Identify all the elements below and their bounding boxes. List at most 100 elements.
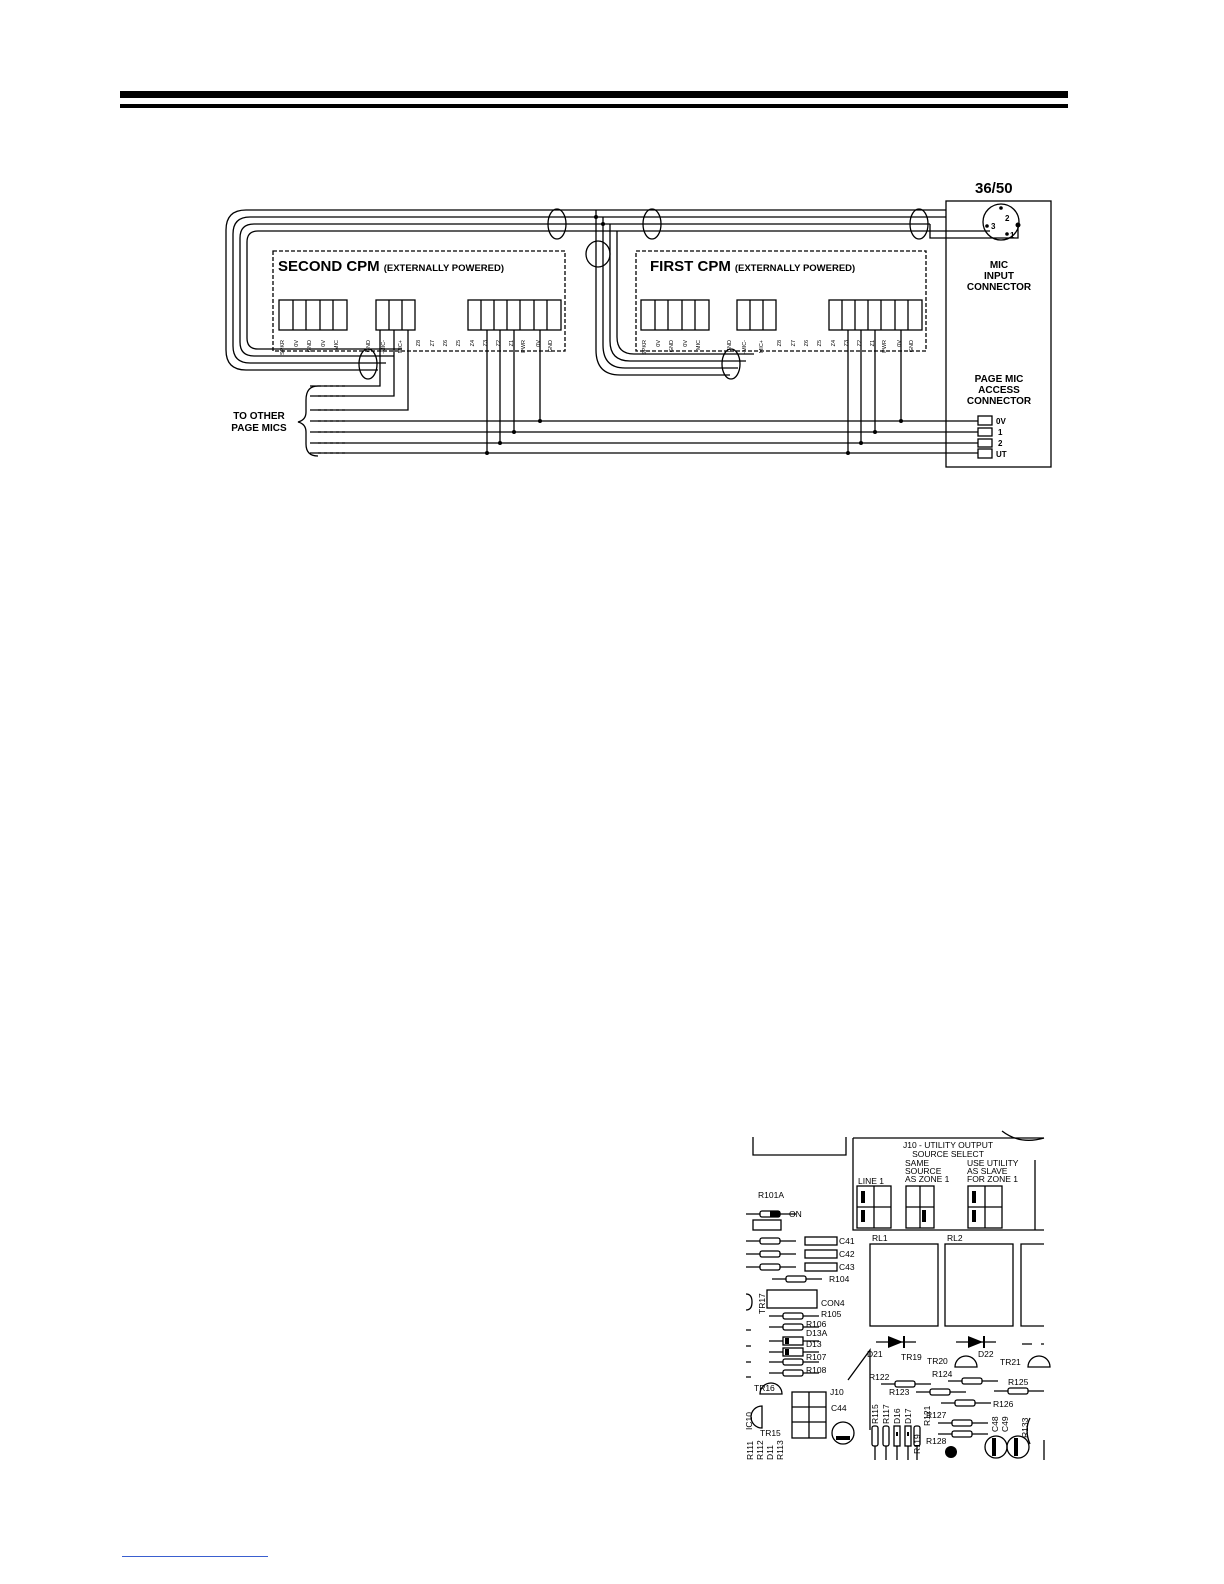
label-r113: R113 [775,1440,785,1460]
svg-text:GND: GND [669,340,675,352]
svg-text:0V: 0V [897,340,903,347]
mic-connector-icon [982,203,1020,241]
label-c44: C44 [831,1403,847,1413]
label-d21: D21 [867,1349,883,1359]
relay-rl2 [944,1243,1014,1327]
svg-text:Z3: Z3 [483,340,489,346]
mic-label-2: INPUT [984,271,1014,282]
j10-title-1: J10 - UTILITY OUTPUT [903,1140,993,1150]
mic-label-3: CONNECTOR [967,282,1032,293]
svg-text:PWR: PWR [521,340,527,353]
opt-same-2: SOURCE [905,1166,942,1176]
opt-same-1: SAME [905,1158,929,1168]
label-r122: R122 [869,1372,890,1382]
connector-panel [945,200,1052,468]
label-r117: R117 [881,1404,891,1424]
access-pin-ut: UT [996,450,1007,459]
mic-header: 36/50 [975,180,1013,197]
svg-text:Z4: Z4 [831,340,837,346]
opt-slave-3: FOR ZONE 1 [967,1174,1018,1184]
label-r133: R133 [1020,1417,1030,1438]
svg-text:Z8: Z8 [416,340,422,346]
label-on: ON [789,1209,802,1219]
svg-text:MIC: MIC [334,340,340,350]
label-tr20: TR20 [927,1356,948,1366]
second-cpm-box [272,250,566,352]
svg-text:Z8: Z8 [777,340,783,346]
wiring-diagram: 36/50 2 3 1 MIC INPUT CONNECTOR PAGE MIC… [225,180,1052,468]
svg-text:Z2: Z2 [857,340,863,346]
access-pin-0v: 0V [996,417,1006,426]
svg-text:-MIC-: -MIC- [742,340,748,354]
svg-text:-MIC-: -MIC- [381,340,387,354]
opt-same-3: AS ZONE 1 [905,1174,950,1184]
other-mics-2: PAGE MICS [231,423,287,434]
access-label-2: ACCESS [978,385,1020,396]
label-r106: R106 [806,1319,827,1329]
label-rl2: RL2 [947,1233,963,1243]
label-tr21: TR21 [1000,1357,1021,1367]
j10-title-2: SOURCE SELECT [912,1149,984,1159]
label-d13: D13 [806,1339,822,1349]
svg-text:GND: GND [307,340,313,352]
mic-pin-3: 3 [991,222,996,231]
access-label-1: PAGE MIC [975,374,1024,385]
second-cpm-terminal-labels: SPKR 0V GND 0V MIC GND -MIC- MIC+ Z8 Z7 … [280,340,554,355]
label-r119: R119 [912,1434,922,1454]
first-cpm-title: FIRST CPM(EXTERNALLY POWERED) [650,258,855,275]
label-r127: R127 [926,1410,947,1420]
second-cpm-title: SECOND CPM(EXTERNALLY POWERED) [278,258,504,275]
label-r107: R107 [806,1352,827,1362]
label-tr16: TR16 [754,1383,775,1393]
svg-text:0V: 0V [294,340,300,347]
access-label-3: CONNECTOR [967,396,1032,407]
label-r124: R124 [932,1369,953,1379]
label-tr17: TR17 [757,1293,767,1314]
label-r128: R128 [926,1436,947,1446]
label-r125: R125 [1008,1377,1029,1387]
header-rule-thick [120,91,1068,98]
svg-text:GND: GND [366,340,372,352]
svg-text:SPKR: SPKR [280,340,286,355]
label-r121: R121 [922,1405,932,1426]
opt-slave-2: AS SLAVE [967,1166,1008,1176]
footer-link-line [122,1556,268,1557]
label-ic10: IC10 [744,1412,754,1430]
svg-text:Z5: Z5 [817,340,823,346]
label-tr19: TR19 [901,1352,922,1362]
svg-text:Z6: Z6 [443,340,449,346]
svg-text:Z2: Z2 [496,340,502,346]
label-c48: C48 [990,1416,1000,1432]
label-j10: J10 [830,1387,844,1397]
svg-text:Z1: Z1 [870,340,876,346]
opt-line: LINE 1 [858,1176,884,1186]
svg-text:0V: 0V [656,340,662,347]
svg-text:0V: 0V [683,340,689,347]
svg-text:SPKR: SPKR [642,340,648,355]
label-r104: R104 [829,1274,850,1284]
label-c42: C42 [839,1249,855,1259]
label-r105: R105 [821,1309,842,1319]
label-r126: R126 [993,1399,1014,1409]
label-r123: R123 [889,1387,910,1397]
opt-slave-1: USE UTILITY [967,1158,1019,1168]
other-mics-1: TO OTHER [233,411,285,422]
label-d11: D11 [765,1445,775,1460]
svg-text:0V: 0V [321,340,327,347]
label-con4: CON4 [821,1298,845,1308]
j10-select-box [852,1138,1044,1231]
label-d22: D22 [978,1349,994,1359]
svg-text:MIC: MIC [696,340,702,350]
svg-text:GND: GND [548,340,554,352]
label-tr15: TR15 [760,1428,781,1438]
svg-text:Z4: Z4 [470,340,476,346]
label-d13a: D13A [806,1328,828,1338]
label-r112: R112 [755,1440,765,1460]
label-r101a: R101A [758,1190,784,1200]
access-pin-2: 2 [998,439,1003,448]
svg-text:Z1: Z1 [509,340,515,346]
mic-label-1: MIC [990,260,1008,271]
svg-text:Z7: Z7 [791,340,797,346]
label-d16: D16 [892,1408,902,1424]
svg-text:GND: GND [727,340,733,352]
